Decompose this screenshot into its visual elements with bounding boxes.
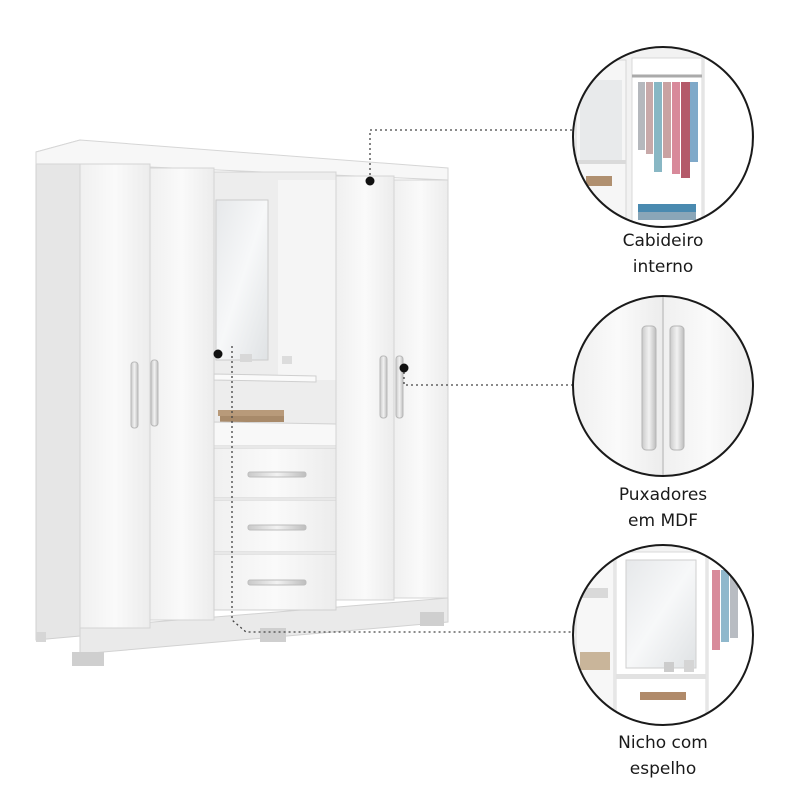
niche-shelf xyxy=(213,373,317,383)
drawer-handle xyxy=(247,471,307,478)
detail-circle-1 xyxy=(572,46,754,228)
caption-line: Nicho com xyxy=(618,733,708,753)
door-handle xyxy=(150,359,159,427)
foot xyxy=(420,612,444,626)
drawer-handle xyxy=(247,579,307,586)
niche-back xyxy=(278,180,336,380)
callout-dot xyxy=(399,363,409,373)
foot xyxy=(36,632,46,642)
wardrobe-side-panel xyxy=(35,139,81,641)
foot xyxy=(260,628,286,642)
caption-nicho: Nicho com espelho xyxy=(573,730,753,782)
detail-hanging-rail xyxy=(573,47,753,227)
callout-dot xyxy=(213,349,223,359)
detail-circle-3 xyxy=(572,544,754,726)
callout-dot xyxy=(365,176,375,186)
drawer-stack xyxy=(213,447,337,611)
decor-item xyxy=(240,354,252,362)
left-door-outer xyxy=(79,163,151,629)
leader-line-nicho xyxy=(231,346,574,633)
detail-circle-2 xyxy=(572,295,754,477)
decor-item xyxy=(282,356,292,364)
caption-line: Puxadores xyxy=(618,485,708,505)
leader-line-puxadores xyxy=(403,372,574,386)
leader-line-cabideiro xyxy=(369,129,574,180)
door-handle xyxy=(130,361,139,429)
left-door-inner xyxy=(149,167,215,621)
leader-lines xyxy=(231,129,574,633)
niche-mirror xyxy=(215,199,269,361)
books xyxy=(220,416,284,422)
caption-line: em MDF xyxy=(628,511,698,531)
books xyxy=(218,410,284,416)
caption-cabideiro: Cabideiro interno xyxy=(573,228,753,280)
caption-line: interno xyxy=(632,257,694,277)
wardrobe xyxy=(35,139,449,666)
caption-puxadores: Puxadores em MDF xyxy=(573,482,753,534)
foot xyxy=(72,652,104,666)
door-handle xyxy=(379,355,388,419)
caption-line: Cabideiro xyxy=(622,231,704,251)
drawer-handle xyxy=(247,524,307,531)
caption-line: espelho xyxy=(629,759,697,779)
